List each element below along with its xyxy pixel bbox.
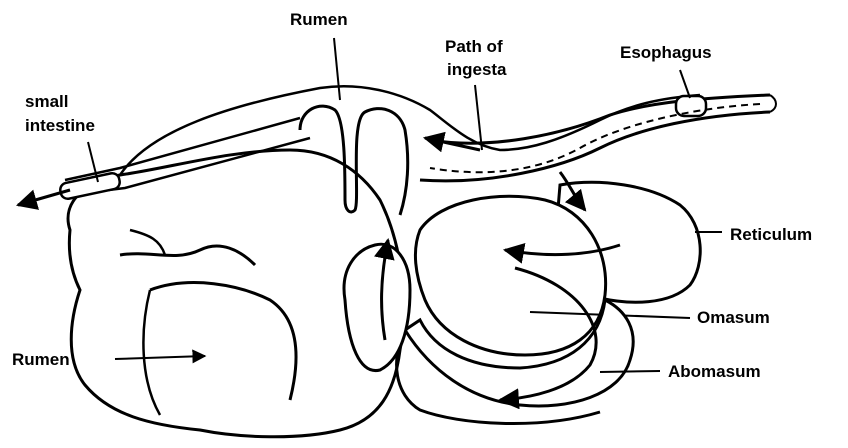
label-omasum: Omasum <box>697 308 770 327</box>
label-path-of-ingesta-1: Path of <box>445 37 503 56</box>
omasum-body <box>415 196 605 355</box>
label-rumen-bottom: Rumen <box>12 350 70 369</box>
path-of-ingesta-pointer <box>475 85 482 150</box>
esophagus-cap <box>676 96 706 116</box>
label-path-of-ingesta-2: ingesta <box>447 60 507 79</box>
esophagus-end <box>770 95 776 112</box>
esophagus-dashed-path <box>430 104 760 172</box>
label-abomasum: Abomasum <box>668 362 761 381</box>
label-small-intestine-2: intestine <box>25 116 95 135</box>
label-esophagus: Esophagus <box>620 43 712 62</box>
label-reticulum: Reticulum <box>730 225 812 244</box>
label-small-intestine-1: small <box>25 92 68 111</box>
esophagus-pointer <box>680 70 690 98</box>
label-rumen-top: Rumen <box>290 10 348 29</box>
rumen-top-pointer <box>334 38 340 100</box>
abomasum-line <box>600 371 660 372</box>
